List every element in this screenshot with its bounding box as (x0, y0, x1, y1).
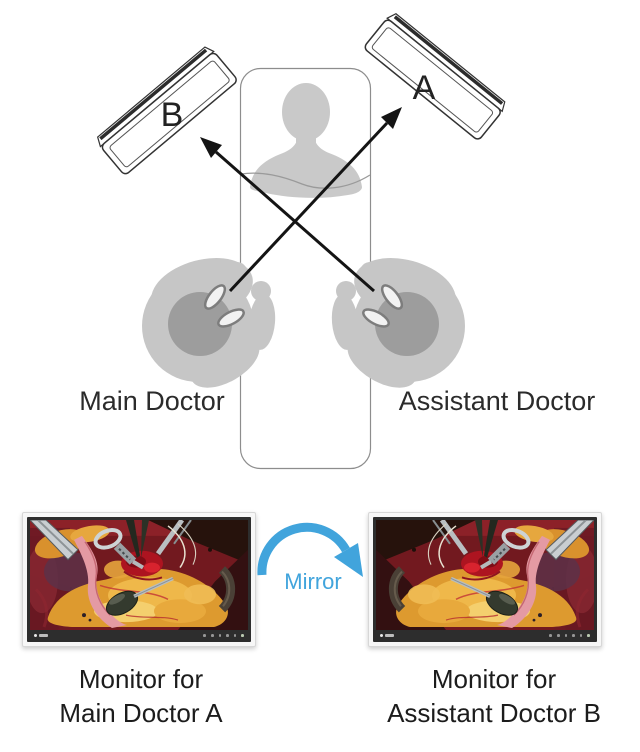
caption-monitor-assistant-doctor: Monitor for Assistant Doctor B (374, 662, 614, 730)
mirror-label: Mirror (284, 569, 342, 594)
monitor-b-outline (96, 46, 237, 175)
monitor-bezel (27, 517, 251, 642)
monitor-buttons (203, 634, 244, 637)
caption-line: Assistant Doctor B (387, 698, 601, 728)
caption-line: Monitor for (431, 664, 557, 694)
surgical-setup-diagram: B A (79, 13, 596, 470)
main-doctor-label: Main Doctor (79, 386, 225, 416)
monitor-brand-logo (34, 634, 48, 637)
monitor-buttons (549, 634, 590, 637)
monitor-main-doctor (22, 512, 256, 647)
surgery-video-frame (30, 520, 248, 630)
blanket-edge-line (240, 172, 371, 189)
monitor-bezel (373, 517, 597, 642)
patient-silhouette (250, 83, 362, 198)
mirror-flip-arrow-icon (257, 522, 363, 577)
monitor-a-outline (364, 13, 506, 140)
main-doctor-head (168, 292, 232, 356)
assistant-doctor-figure (331, 258, 465, 388)
arrow-main-doctor-to-monitor-a (228, 107, 402, 293)
monitor-control-strip (30, 631, 248, 640)
caption-monitor-main-doctor: Monitor for Main Doctor A (21, 662, 261, 730)
assistant-doctor-label: Assistant Doctor (399, 386, 596, 416)
assistant-doctor-head (375, 292, 439, 356)
monitor-b-letter: B (161, 96, 184, 134)
arrow-assistant-doctor-to-monitor-b (200, 137, 375, 293)
monitor-control-strip (376, 631, 594, 640)
assistant-doctor-loupes (362, 284, 404, 328)
monitor-assistant-doctor (368, 512, 602, 647)
surgery-video-frame-mirrored (376, 520, 594, 630)
monitor-a-letter: A (413, 69, 436, 107)
caption-line: Main Doctor A (59, 698, 223, 728)
main-doctor-loupes (203, 284, 245, 328)
monitor-brand-logo (380, 634, 394, 637)
caption-line: Monitor for (78, 664, 204, 694)
